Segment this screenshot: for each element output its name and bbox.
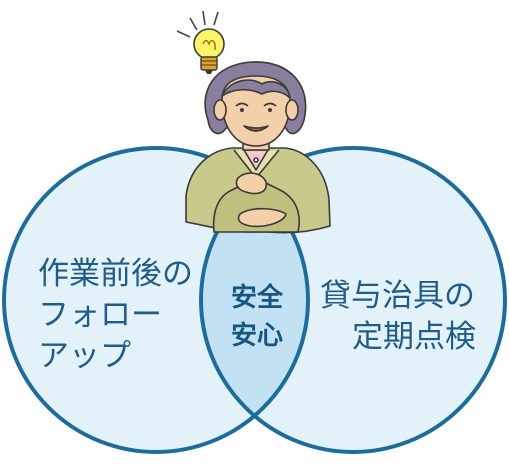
lightbulb-icon <box>176 10 225 74</box>
right-circle-label-line-2: 定期点検 <box>352 319 476 355</box>
overlap-label-line-1: 安全 <box>230 283 283 313</box>
overlap-label-line-2: 安心 <box>230 321 283 351</box>
left-circle-label-line-3: アップ <box>38 338 131 374</box>
right-circle-label-line-1: 貸与治具の <box>320 278 475 314</box>
left-circle-label-line-2: フォロー <box>38 297 162 333</box>
left-circle-label-line-1: 作業前後の <box>38 256 193 292</box>
elderly-woman-illustration <box>185 61 331 234</box>
